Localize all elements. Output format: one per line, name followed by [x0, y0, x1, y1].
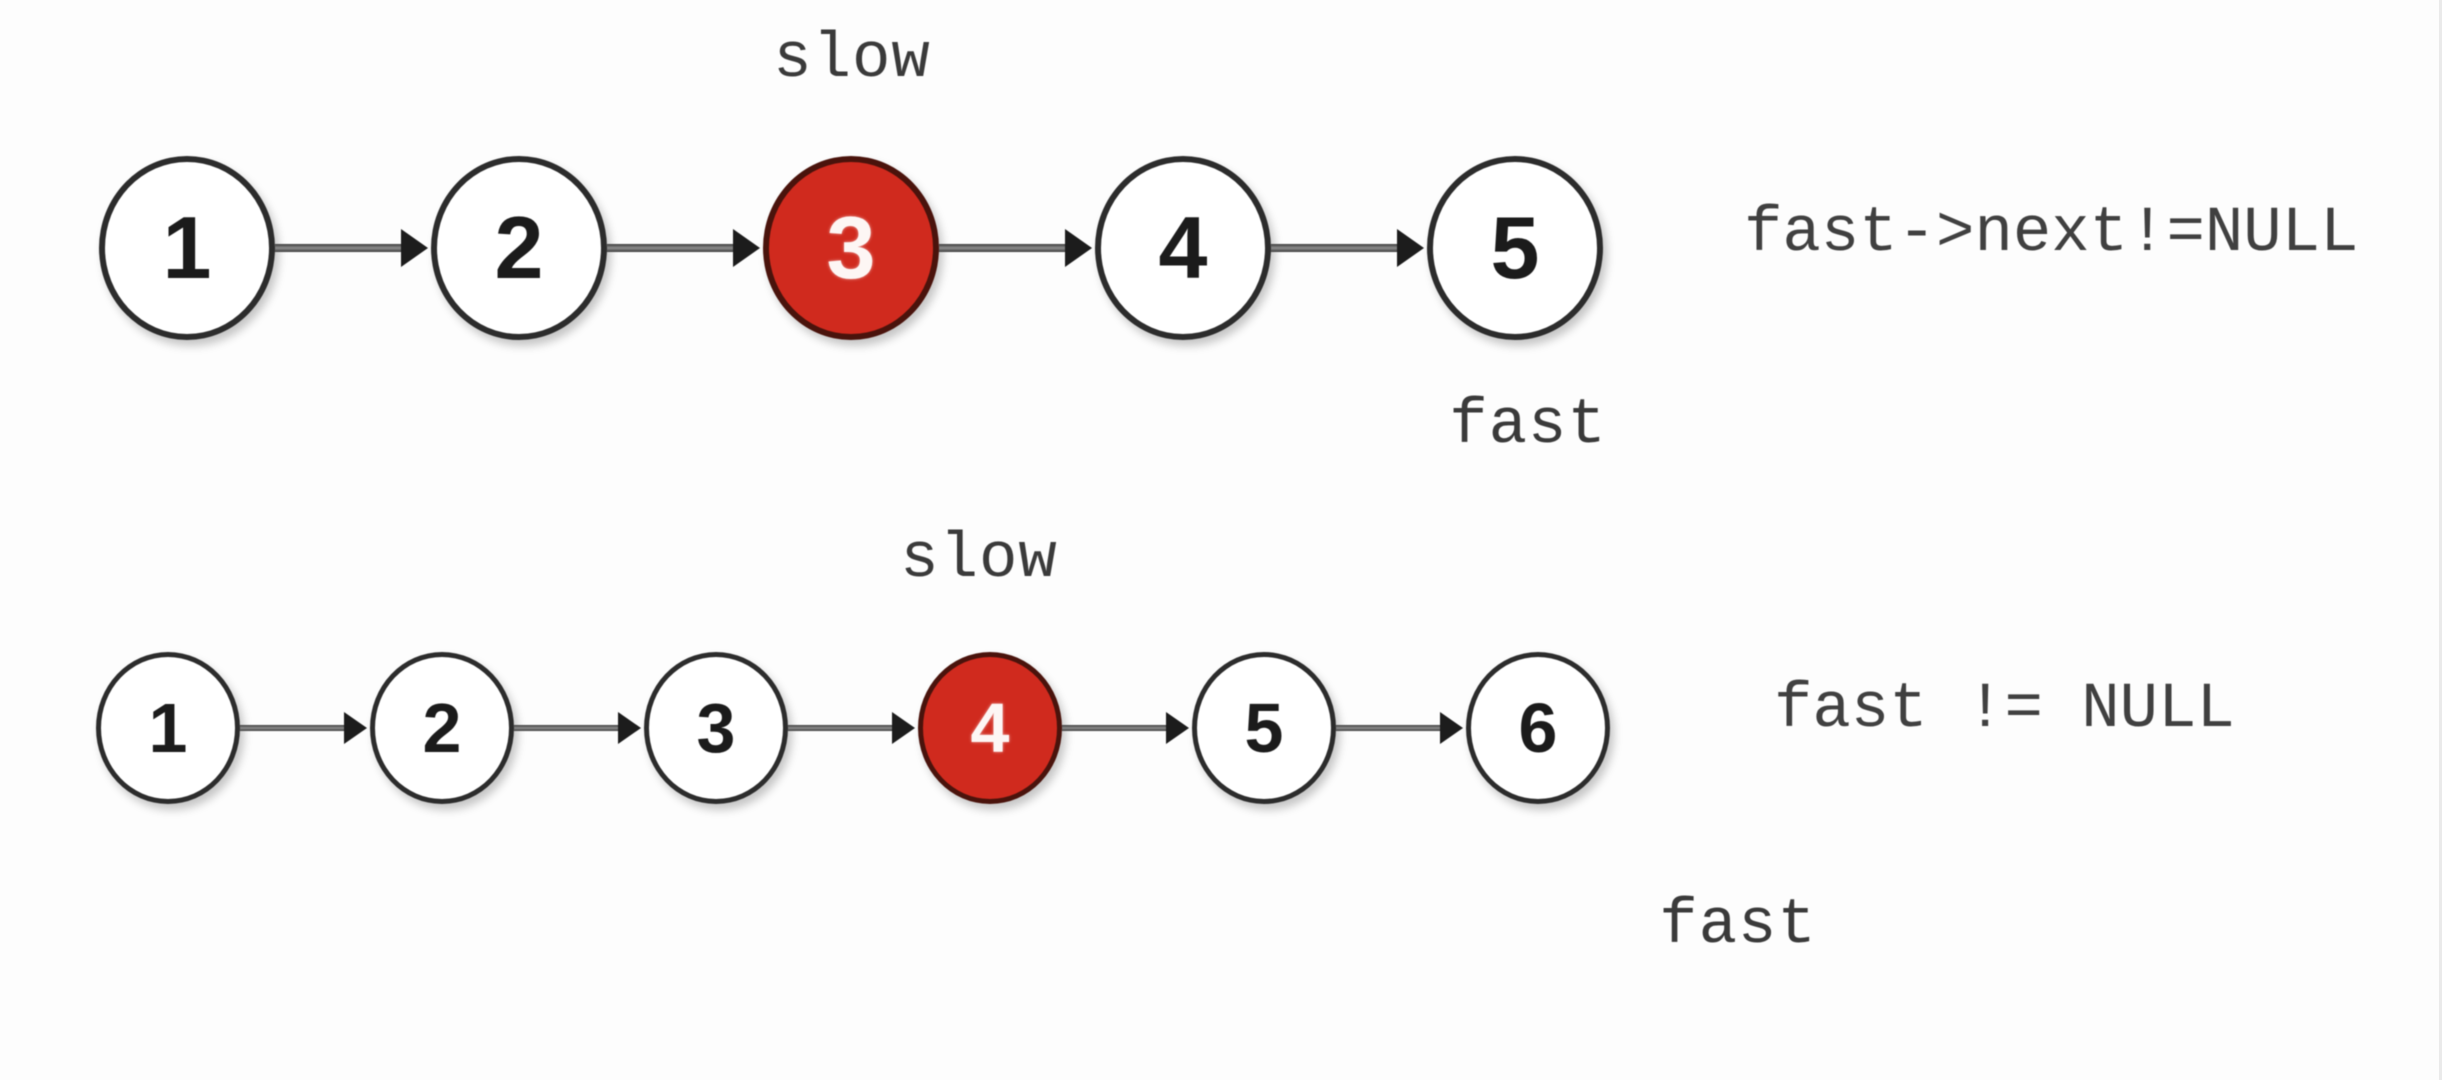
arrowhead-icon	[1440, 712, 1466, 744]
list-node: 2	[431, 156, 607, 340]
arrow-shaft	[275, 244, 401, 252]
arrow-shaft	[1336, 725, 1440, 731]
next-pointer-arrow	[1336, 712, 1466, 744]
loop-condition-odd: fast->next!=NULL	[1744, 198, 2359, 270]
list-node: 5	[1427, 156, 1603, 340]
arrow-shaft	[1062, 725, 1166, 731]
next-pointer-arrow	[1062, 712, 1192, 744]
arrow-shaft	[240, 725, 344, 731]
list-node: 3	[644, 652, 788, 804]
arrow-shaft	[788, 725, 892, 731]
fast-pointer-label-bottom: fast	[1659, 890, 1817, 962]
list-node: 5	[1192, 652, 1336, 804]
next-pointer-arrow	[939, 229, 1095, 267]
arrowhead-icon	[1397, 229, 1427, 267]
arrowhead-icon	[618, 712, 644, 744]
arrowhead-icon	[892, 712, 918, 744]
arrowhead-icon	[1065, 229, 1095, 267]
fast-pointer-label-top: fast	[1449, 390, 1607, 462]
highlighted-list-node: 3	[763, 156, 939, 340]
list-node: 2	[370, 652, 514, 804]
next-pointer-arrow	[788, 712, 918, 744]
slow-pointer-label-bottom: slow	[900, 524, 1058, 596]
list-node: 1	[99, 156, 275, 340]
next-pointer-arrow	[607, 229, 763, 267]
right-edge-artifact	[2439, 0, 2442, 1080]
next-pointer-arrow	[1271, 229, 1427, 267]
arrow-shaft	[1271, 244, 1397, 252]
arrow-shaft	[514, 725, 618, 731]
loop-condition-even: fast != NULL	[1774, 674, 2235, 746]
list-node: 1	[96, 652, 240, 804]
arrow-shaft	[939, 244, 1065, 252]
list-node: 4	[1095, 156, 1271, 340]
list-node: 6	[1466, 652, 1610, 804]
slow-pointer-label-top: slow	[773, 24, 931, 96]
next-pointer-arrow	[514, 712, 644, 744]
highlighted-list-node: 4	[918, 652, 1062, 804]
next-pointer-arrow	[275, 229, 431, 267]
arrowhead-icon	[401, 229, 431, 267]
arrowhead-icon	[733, 229, 763, 267]
arrowhead-icon	[1166, 712, 1192, 744]
arrowhead-icon	[344, 712, 370, 744]
arrow-shaft	[607, 244, 733, 252]
next-pointer-arrow	[240, 712, 370, 744]
